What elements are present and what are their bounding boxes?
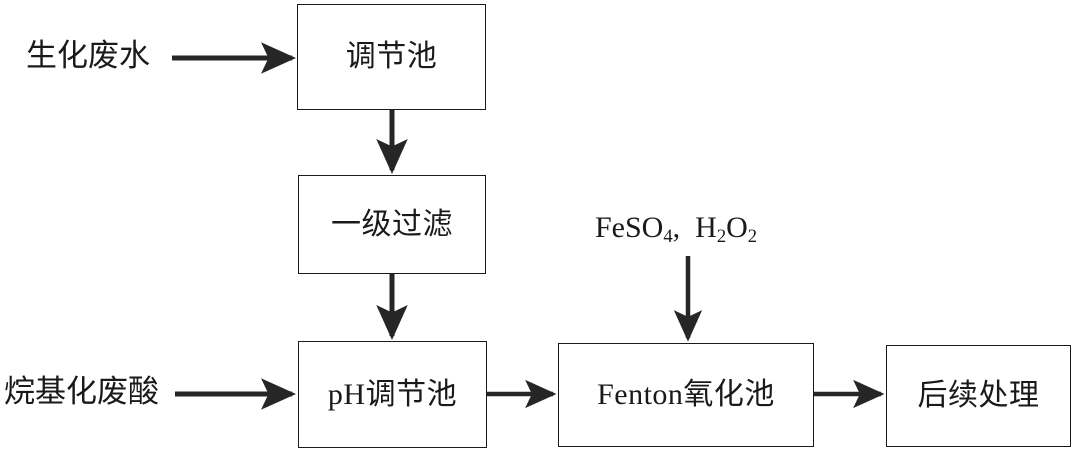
node-yijiguolv-label: 一级过滤 (331, 207, 453, 241)
reagent-sub-4: 4 (663, 226, 673, 248)
label-shenghua-feishui: 生化废水 (26, 38, 150, 73)
reagent-sub-o2: 2 (747, 226, 758, 248)
node-fenton-oxidation[interactable]: Fenton氧化池 (558, 343, 814, 447)
node-houxuchuli-label: 后续处理 (917, 379, 1040, 412)
node-tiaojiechi[interactable]: 调节池 (297, 4, 486, 110)
node-fenton-oxidation-label: Fenton氧化池 (597, 378, 775, 411)
node-ph-tiaojiechi[interactable]: pH调节池 (298, 341, 487, 448)
node-yijiguolv[interactable]: 一级过滤 (298, 175, 486, 274)
reagent-part-h2o2: H2O2 (695, 211, 758, 248)
label-wanjihua-feisuan: 烷基化废酸 (4, 374, 159, 409)
reagent-separator: , (672, 211, 681, 244)
reagent-part-feso4: FeSO4 (595, 211, 673, 248)
node-houxuchuli[interactable]: 后续处理 (886, 345, 1071, 447)
label-reagent-feso4-h2o2: FeSO4, H2O2 (595, 211, 758, 248)
node-tiaojiechi-label: 调节池 (345, 40, 438, 73)
node-ph-tiaojiechi-label: pH调节池 (327, 377, 458, 411)
reagent-sub-h2: 2 (716, 226, 727, 248)
